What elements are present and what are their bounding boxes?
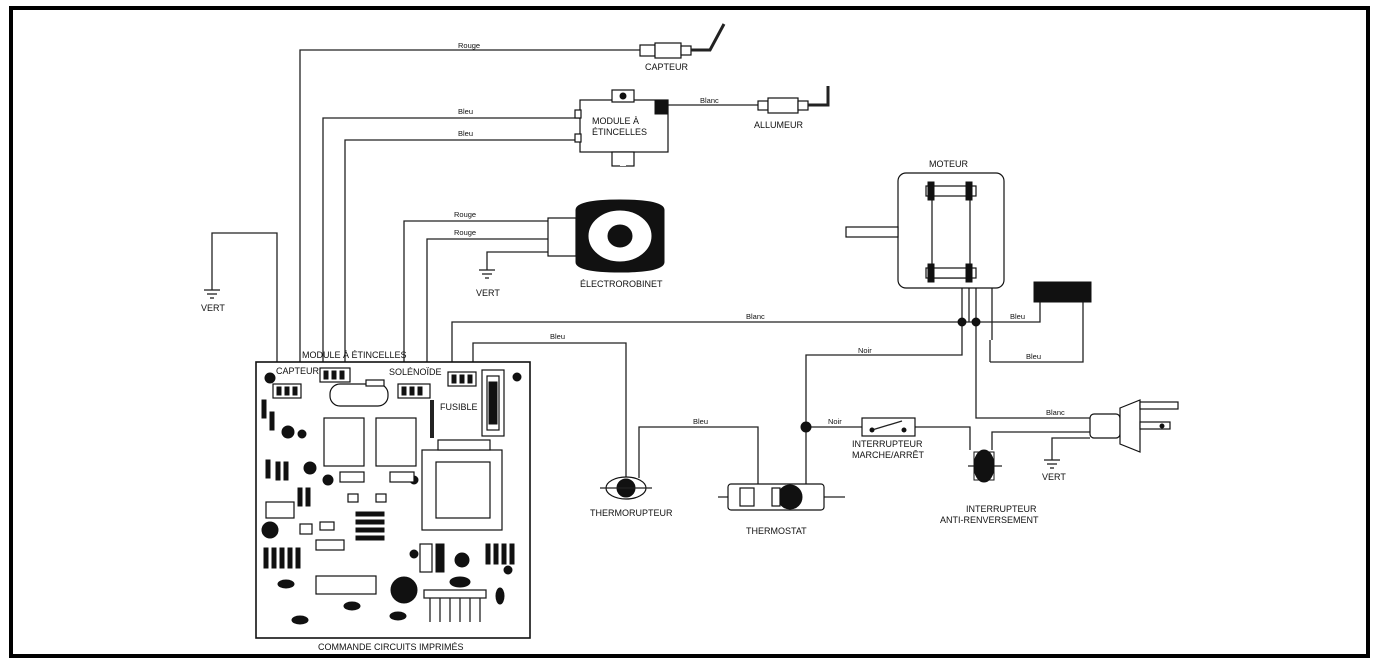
electrorobinet-valve: ÉLECTROROBINET (547, 199, 665, 289)
wire-label: Noir (828, 417, 842, 426)
wire-label: Rouge (458, 41, 480, 50)
electrorobinet-label: ÉLECTROROBINET (580, 279, 663, 289)
wire-blanc-moteur (451, 321, 976, 372)
wire-label: Rouge (454, 228, 476, 237)
wire-left-ground (211, 232, 278, 370)
wire-label: Blanc (1046, 408, 1065, 417)
interrupteur-anti-label-2: ANTI-RENVERSEMENT (940, 515, 1039, 525)
capacitor-block (1033, 281, 1092, 303)
capteur-sensor: CAPTEUR (639, 23, 726, 72)
interrupteur-marche-label-1: INTERRUPTEUR (852, 439, 923, 449)
wire-valve-ground (486, 251, 548, 270)
ground-label-valve: VERT (476, 288, 500, 298)
junction-dot (957, 317, 967, 327)
allumeur-igniter: ALLUMEUR (754, 86, 830, 130)
diagram-frame (9, 6, 1370, 658)
wire-bleu-thermorupteur (472, 342, 627, 478)
thermostat: THERMOSTAT (718, 483, 845, 536)
wire-label: Rouge (454, 210, 476, 219)
wire-rouge-capteur (299, 49, 640, 370)
junction-dot (800, 421, 812, 433)
moteur-motor: MOTEUR (845, 159, 1005, 289)
wires (211, 49, 1090, 488)
power-plug-icon (1089, 399, 1179, 453)
wire-label: Blanc (700, 96, 719, 105)
interrupteur-anti-renversement: INTERRUPTEUR ANTI-RENVERSEMENT (940, 449, 1039, 525)
wire-plug-ground (1051, 437, 1090, 460)
ground-label-left: VERT (201, 303, 225, 313)
wire-label: Bleu (1010, 312, 1025, 321)
wire-bleu-block (976, 302, 1041, 323)
wire-switch-anti (915, 426, 971, 450)
wire-rouge-valve-2 (426, 238, 548, 385)
ground-label-plug: VERT (1042, 472, 1066, 482)
wire-rouge-valve-1 (403, 220, 548, 385)
module-label-2: ÉTINCELLES (592, 127, 647, 137)
wire-label: Bleu (458, 107, 473, 116)
board-label-solenoide: SOLÉNOÏDE (389, 367, 442, 377)
wire-bleu-module-2 (344, 139, 580, 370)
board-label-module: MODULE À ÉTINCELLES (302, 350, 407, 360)
board-connector-solenoide (397, 383, 431, 399)
ground-icon: VERT (476, 269, 500, 298)
junction-dot (971, 317, 981, 327)
wire-blanc-plug (975, 288, 1090, 419)
board-connector-module (319, 367, 351, 383)
wire-label: Blanc (746, 312, 765, 321)
wire-label: Bleu (550, 332, 565, 341)
interrupteur-marche-arret: INTERRUPTEUR MARCHE/ARRÊT (852, 417, 925, 460)
wire-bleu-motor-block (990, 302, 1084, 363)
wire-label: Noir (858, 346, 872, 355)
spark-module: MODULE À ÉTINCELLES (574, 89, 669, 167)
wire-bleu-thermostat (638, 426, 759, 488)
interrupteur-anti-label-1: INTERRUPTEUR (966, 504, 1037, 514)
wire-label: Bleu (458, 129, 473, 138)
ground-icon: VERT (201, 289, 225, 313)
allumeur-label: ALLUMEUR (754, 120, 804, 130)
wire-label: Bleu (1026, 352, 1041, 361)
thermostat-label: THERMOSTAT (746, 526, 807, 536)
wire-bleu-module-1 (322, 117, 580, 370)
board-label-fusible: FUSIBLE (440, 402, 478, 412)
wire-label: Bleu (693, 417, 708, 426)
board-connector-fusible (447, 371, 477, 387)
module-label-1: MODULE À (592, 116, 639, 126)
board-title: COMMANDE CIRCUITS IMPRIMÉS (318, 642, 464, 652)
thermorupteur: THERMORUPTEUR (590, 476, 673, 518)
board-connector-capteur (272, 383, 302, 399)
board-label-capteur: CAPTEUR (276, 366, 320, 376)
interrupteur-marche-label-2: MARCHE/ARRÊT (852, 450, 925, 460)
control-board: CAPTEUR MODULE À ÉTINCELLES SOLÉNOÏDE FU… (255, 350, 531, 652)
capteur-label: CAPTEUR (645, 62, 689, 72)
wire-anti-plug (991, 431, 1090, 450)
moteur-label: MOTEUR (929, 159, 968, 169)
thermorupteur-label: THERMORUPTEUR (590, 508, 673, 518)
ground-icon: VERT (1042, 459, 1066, 482)
